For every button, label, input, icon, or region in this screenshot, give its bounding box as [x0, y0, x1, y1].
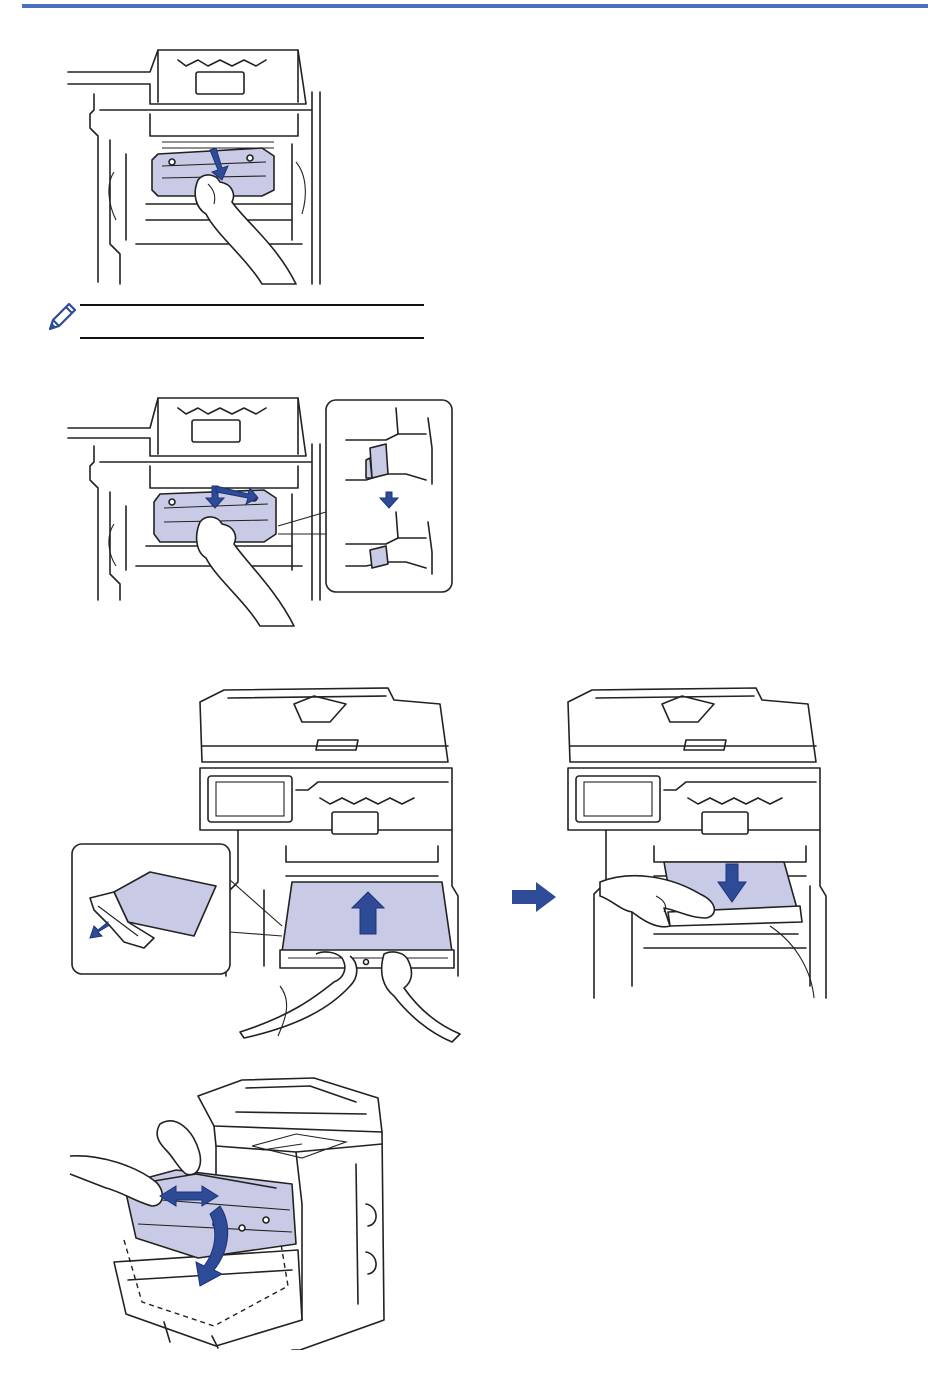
figure-install-waste-toner-box [66, 394, 456, 634]
figure-install-belt-unit-right [560, 686, 836, 1000]
figure-insert-drum-unit [66, 1074, 386, 1350]
figure-install-belt-unit-left [68, 686, 464, 1044]
right-arrow-icon [510, 880, 558, 914]
note-bottom-rule [80, 337, 424, 339]
figure-remove-waste-toner-box [66, 44, 328, 288]
header-bar [22, 4, 928, 8]
note-top-rule [80, 304, 424, 306]
pencil-icon [44, 299, 80, 335]
